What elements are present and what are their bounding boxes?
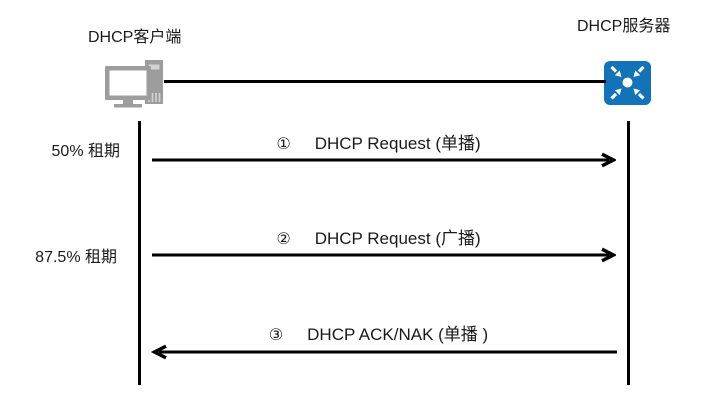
message-1-arrow-right xyxy=(152,152,616,168)
lease-marker-50: 50% 租期 xyxy=(51,143,120,160)
message-2-text: DHCP Request (广播) xyxy=(314,229,481,248)
network-switch-icon xyxy=(604,61,651,105)
message-1-text: DHCP Request (单播) xyxy=(314,134,481,153)
message-2-step-badge: ② xyxy=(276,231,291,248)
message-3-label: ③ DHCP ACK/NAK (单播 ) xyxy=(139,324,618,346)
message-3-text: DHCP ACK/NAK (单播 ) xyxy=(307,325,489,344)
message-1-label: ① DHCP Request (单播) xyxy=(139,133,618,155)
message-2-arrow-right xyxy=(152,247,616,263)
message-3-step-badge: ③ xyxy=(268,327,284,344)
message-2-label: ② DHCP Request (广播) xyxy=(139,228,618,250)
client-actor-label: DHCP客户端 xyxy=(88,29,182,46)
server-actor-label: DHCP服务器 xyxy=(577,18,671,35)
client-server-link-line xyxy=(164,80,606,83)
message-3-arrow-left xyxy=(151,344,617,360)
message-1-step-badge: ① xyxy=(276,136,291,153)
client-lifeline xyxy=(138,121,141,385)
lease-marker-87-5: 87.5% 租期 xyxy=(35,249,117,266)
desktop-computer-icon xyxy=(105,60,163,108)
server-lifeline xyxy=(627,121,630,385)
